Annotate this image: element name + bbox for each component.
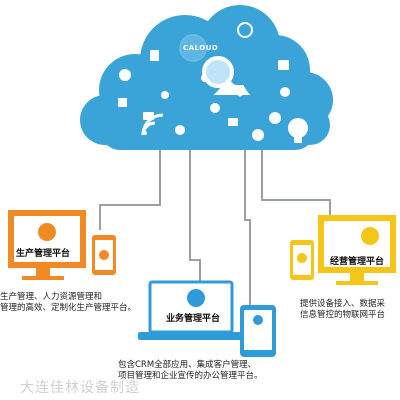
production-label: 生产管理平台 bbox=[16, 249, 71, 259]
business-label: 业务管理平台 bbox=[166, 314, 221, 324]
production-desc-line2: 管理的高效、定制化生产管理平台。 bbox=[0, 303, 137, 313]
connector-lines bbox=[99, 150, 331, 305]
document-icon bbox=[150, 50, 159, 61]
business-platform bbox=[138, 280, 276, 357]
production-desc-line1: 生产管理、人力资源管理和 bbox=[0, 292, 103, 302]
connector-production bbox=[99, 150, 161, 230]
connector-operation-2 bbox=[261, 150, 331, 215]
user-icon bbox=[210, 103, 220, 113]
calendar-icon bbox=[278, 60, 289, 70]
lightbulb-icon bbox=[288, 118, 308, 143]
caloud-badge bbox=[179, 34, 207, 62]
connector-business bbox=[189, 150, 201, 285]
heart-icon bbox=[161, 91, 169, 99]
business-laptop-screen bbox=[148, 280, 234, 334]
folder-icon bbox=[228, 118, 238, 126]
operation-badge-icon bbox=[361, 227, 379, 245]
wifi-icon bbox=[141, 113, 164, 136]
business-desc-line2: 项目管理和企业宣传的办公管理平台。 bbox=[118, 371, 263, 381]
operation-platform bbox=[290, 215, 396, 285]
production-platform bbox=[8, 210, 116, 280]
operation-label: 经营管理平台 bbox=[330, 257, 385, 267]
chart-icon bbox=[118, 98, 127, 107]
caloud-badge-text: CALOUD bbox=[183, 44, 219, 52]
cloud-upload-icon bbox=[269, 112, 281, 124]
clock-icon bbox=[237, 22, 253, 38]
camera-icon bbox=[280, 87, 290, 97]
business-desc-line1: 包含CRM全部应用、集成客户管理、 bbox=[118, 360, 257, 370]
cloud bbox=[80, 5, 333, 150]
business-badge-icon bbox=[187, 289, 205, 307]
watermark: 大连佳林设备制造 bbox=[20, 380, 140, 396]
globe-icon bbox=[119, 69, 131, 81]
production-badge-icon bbox=[38, 223, 56, 241]
operation-desc-line2: 信息管控的物联网平台 bbox=[300, 310, 386, 320]
operation-desc-line1: 提供设备接入、数据采 bbox=[300, 299, 386, 309]
magnifier-icon bbox=[202, 56, 243, 97]
settings-icon bbox=[252, 129, 264, 141]
connector-operation bbox=[244, 150, 251, 305]
location-icon bbox=[175, 125, 185, 135]
